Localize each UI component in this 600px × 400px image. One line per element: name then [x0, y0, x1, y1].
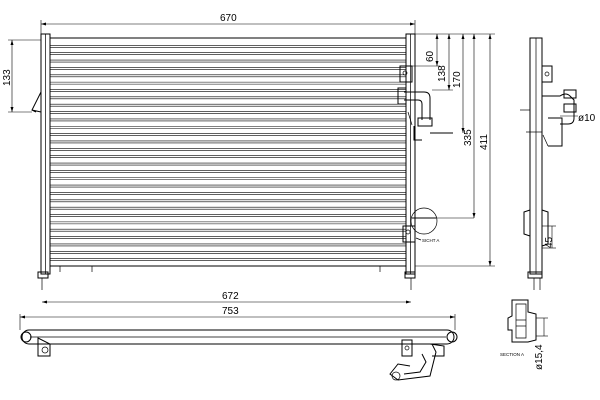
core-outline — [49, 37, 407, 267]
lower-pipe-connector — [402, 207, 438, 243]
condenser-side-view — [520, 37, 577, 290]
right-bottom-foot — [404, 271, 416, 279]
dim-section-diameter: ø15,4 — [534, 344, 545, 370]
upper-pipe-connector — [397, 65, 453, 141]
condenser-bottom-view — [20, 329, 458, 381]
dim-overall-length: 753 — [222, 306, 239, 317]
dim-bottom-width: 672 — [222, 291, 239, 302]
dim-pipe-diameter: ø10 — [578, 113, 596, 124]
section-a-view: ø15,4 SECTION A — [500, 299, 548, 370]
detail-circle — [410, 207, 438, 235]
detail-view-label: SICHT A — [422, 238, 439, 243]
section-view-label: SECTION A — [500, 352, 524, 357]
dim-offset-170: 170 — [452, 71, 463, 88]
dim-offset-335: 335 — [463, 129, 474, 146]
left-mount-bracket — [31, 91, 42, 113]
left-bottom-foot — [37, 271, 49, 279]
side-view-dimensions: ø10 45 — [542, 113, 596, 249]
front-view-dimensions: 670 133 60 138 170 335 — [2, 13, 495, 330]
dim-top-offset: 60 — [425, 50, 436, 62]
condenser-front-view: SICHT A — [31, 33, 453, 290]
dim-left-height: 133 — [2, 69, 13, 86]
dim-side-offset: 45 — [544, 236, 555, 248]
dim-total-height: 411 — [479, 134, 490, 150]
dim-offset-138: 138 — [437, 65, 448, 82]
dim-core-width: 670 — [220, 13, 237, 24]
bottom-view-body — [21, 329, 455, 345]
core-fins — [50, 45, 406, 261]
section-a-profile — [507, 299, 537, 343]
